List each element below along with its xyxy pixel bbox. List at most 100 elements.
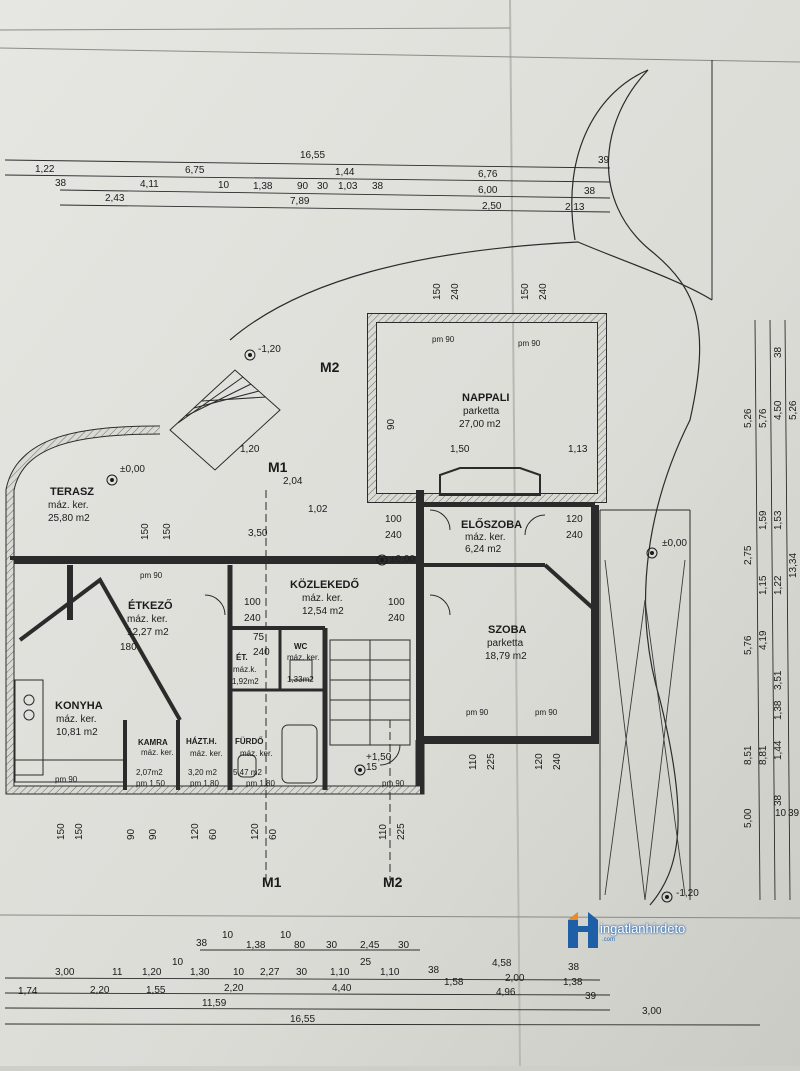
- level-markers: [106, 349, 673, 903]
- dim-label: 11: [112, 967, 123, 978]
- room-eloszoba-floor: máz. ker.: [465, 532, 506, 543]
- dim-label: 15: [366, 762, 378, 773]
- dim-label: 2,20: [224, 983, 244, 994]
- room-szoba-name: SZOBA: [488, 624, 527, 636]
- room-eloszoba-name: ELŐSZOBA: [461, 518, 522, 531]
- room-kamra-area: 2,07m2: [136, 768, 163, 777]
- dim-label: 2,20: [90, 985, 110, 996]
- dim-label: 1,74: [18, 986, 38, 997]
- dim-label: 1,13: [568, 444, 588, 455]
- dim-label: 1,22: [35, 164, 55, 175]
- watermark-domain: .com: [602, 937, 616, 943]
- room-kozlekedo-area: 12,54 m2: [302, 606, 344, 617]
- room-eti-area: 1,92m2: [232, 677, 259, 686]
- dim-label: 10: [280, 930, 292, 941]
- level-label: -1,20: [258, 344, 281, 355]
- room-kozlekedo-name: KÖZLEKEDŐ: [290, 578, 360, 591]
- dim-label: 150: [432, 283, 443, 300]
- dim-label: 110: [378, 824, 389, 840]
- dim-label: 120: [190, 823, 201, 840]
- dim-label: 90: [148, 828, 159, 840]
- right-dimension-labels: 5,26 5,76 4,50 5,26 38 2,75 5,76 4,19 3,…: [743, 346, 800, 828]
- window-label: pm 90: [518, 339, 541, 348]
- dim-label: 30: [326, 940, 338, 951]
- room-konyha-name: KONYHA: [55, 700, 103, 712]
- right-dimension-lines: [754, 319, 791, 901]
- room-nappali-area: 27,00 m2: [459, 419, 501, 430]
- dim-label: 100: [385, 514, 402, 525]
- dim-label: 13,34: [788, 553, 799, 578]
- dim-label: 90: [297, 181, 309, 192]
- dim-label: 240: [538, 283, 549, 300]
- dim-label: 240: [244, 613, 261, 624]
- dim-label: 240: [385, 530, 402, 541]
- room-terasz-area: 25,80 m2: [48, 513, 90, 524]
- room-konyha-floor: máz. ker.: [56, 714, 97, 725]
- room-etkezo-floor: máz. ker.: [127, 614, 168, 625]
- dim-label: 1,38: [246, 940, 266, 951]
- dim-label: 60: [268, 828, 279, 840]
- room-etkezo-name: ÉTKEZŐ: [128, 599, 173, 612]
- dim-label: 2,00: [505, 973, 525, 984]
- dim-label: 5,76: [758, 408, 769, 428]
- dim-label: 16,55: [300, 150, 325, 161]
- dim-label: 4,11: [140, 179, 159, 190]
- dim-label: 2,13: [565, 202, 585, 213]
- room-wc-floor: máz. ker.: [287, 653, 319, 662]
- dim-label: 5,00: [743, 808, 754, 828]
- dim-label: 1,59: [758, 510, 769, 530]
- dim-label: 6,00: [478, 185, 498, 196]
- room-haztartasi-name: HÁZT.H.: [186, 737, 217, 746]
- dim-label: 11,59: [202, 998, 227, 1009]
- dim-label: 3,51: [773, 670, 784, 690]
- dim-label: 100: [388, 597, 405, 608]
- dim-label: 2,45: [360, 940, 380, 951]
- room-terasz-name: TERASZ: [50, 486, 94, 498]
- border-line-top: [0, 47, 800, 63]
- bottom-dimension-labels: 38 10 1,38 10 80 30 2,45 30 3,00 11 1,20…: [18, 930, 662, 1025]
- building-walls: [5, 313, 607, 795]
- dim-label: 1,10: [380, 967, 400, 978]
- dim-label: 240: [566, 530, 583, 541]
- dim-label: 10: [233, 967, 245, 978]
- window-label: pm 90: [466, 708, 489, 717]
- dim-label: 240: [552, 753, 563, 770]
- dim-label: 1,20: [142, 967, 162, 978]
- watermark-house-icon: [568, 912, 598, 948]
- watermark-brand: ingatlanhirdeto: [600, 921, 686, 936]
- room-wc-area: 1,33m2: [287, 675, 314, 684]
- dim-label: 1,10: [330, 967, 350, 978]
- room-kamra-name: KAMRA: [138, 738, 168, 747]
- room-furdo-floor: máz. ker.: [240, 749, 272, 758]
- dim-label: 100: [244, 597, 261, 608]
- level-label: ±0,00: [390, 554, 415, 565]
- dim-label: 30: [317, 181, 329, 192]
- bathroom-fixtures: [237, 659, 318, 784]
- dim-label: 1,38: [773, 700, 784, 720]
- dim-label: 150: [162, 523, 173, 540]
- dim-label: 2,04: [283, 476, 303, 487]
- dim-label: 80: [294, 940, 306, 951]
- terrace-outline: [229, 241, 713, 341]
- dim-label: 39: [788, 808, 800, 819]
- dim-label: 2,43: [105, 193, 125, 204]
- dim-label: 150: [520, 283, 531, 300]
- dim-label: 1,38: [563, 977, 583, 988]
- border-line-bottom: [0, 914, 800, 919]
- room-eti-floor: máz.k.: [233, 665, 257, 674]
- dim-label: 39: [585, 991, 597, 1002]
- top-dimension-labels: 16,55 1,22 6,75 1,44 6,76 39 38 4,11 10 …: [35, 150, 610, 213]
- dim-label: 1,53: [773, 510, 784, 530]
- dim-label: 90: [386, 418, 397, 430]
- dim-label: 120: [566, 514, 583, 525]
- dim-label: 5,26: [788, 400, 799, 420]
- dim-label: 8,81: [758, 745, 769, 765]
- driveway-cross: [604, 559, 686, 901]
- dim-label: 38: [372, 181, 384, 192]
- dim-label: 38: [55, 178, 67, 189]
- window-label: pm 90: [140, 571, 163, 580]
- room-nappali-name: NAPPALI: [462, 392, 509, 404]
